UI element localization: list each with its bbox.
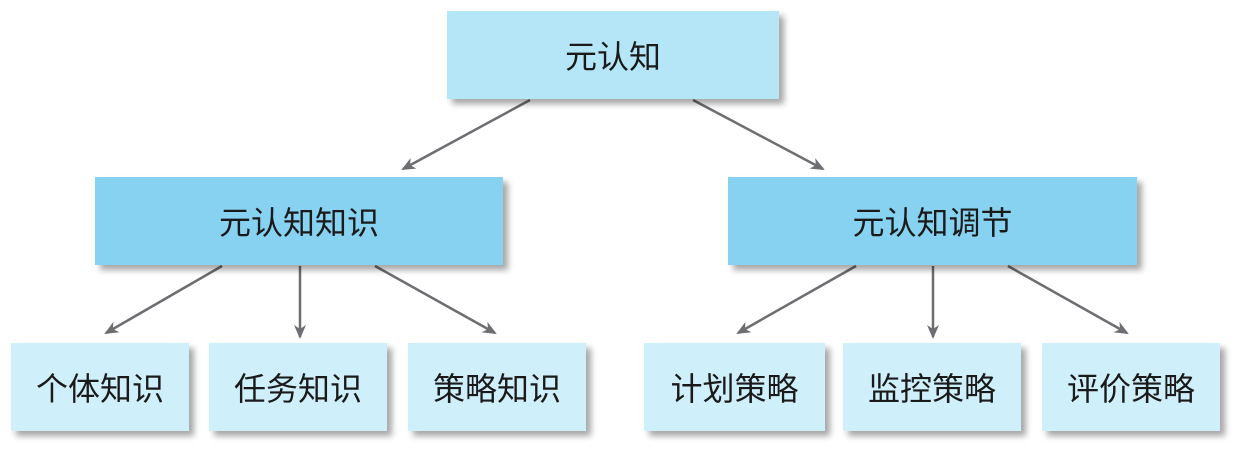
node-strategy-knowledge: 策略知识: [408, 343, 586, 431]
node-label: 任务知识: [233, 370, 362, 408]
node-label: 评价策略: [1066, 370, 1195, 408]
node-label: 策略知识: [432, 370, 561, 408]
node-person-knowledge: 个体知识: [11, 343, 189, 431]
node-evaluation-strategy: 评价策略: [1042, 343, 1220, 431]
arrow-root-to-regulation: [692, 98, 825, 171]
node-label: 计划策略: [670, 370, 799, 408]
arrow-knowledge-to-strategy: [374, 264, 497, 335]
arrow-root-to-knowledge: [401, 98, 531, 171]
node-task-knowledge: 任务知识: [209, 343, 387, 431]
arrow-regulation-to-evaluation: [1007, 264, 1129, 335]
node-metacognitive-regulation: 元认知调节: [728, 177, 1137, 265]
node-label: 元认知调节: [852, 204, 1013, 242]
node-metacognitive-knowledge: 元认知知识: [95, 177, 503, 265]
arrow-knowledge-to-person: [104, 264, 223, 335]
node-label: 监控策略: [867, 370, 996, 408]
node-label: 元认知知识: [218, 204, 379, 242]
node-metacognition: 元认知: [447, 11, 779, 99]
node-label: 个体知识: [35, 370, 164, 408]
node-monitoring-strategy: 监控策略: [843, 343, 1021, 431]
node-planning-strategy: 计划策略: [644, 343, 825, 431]
arrow-regulation-to-planning: [736, 264, 857, 335]
node-label: 元认知: [564, 38, 661, 76]
